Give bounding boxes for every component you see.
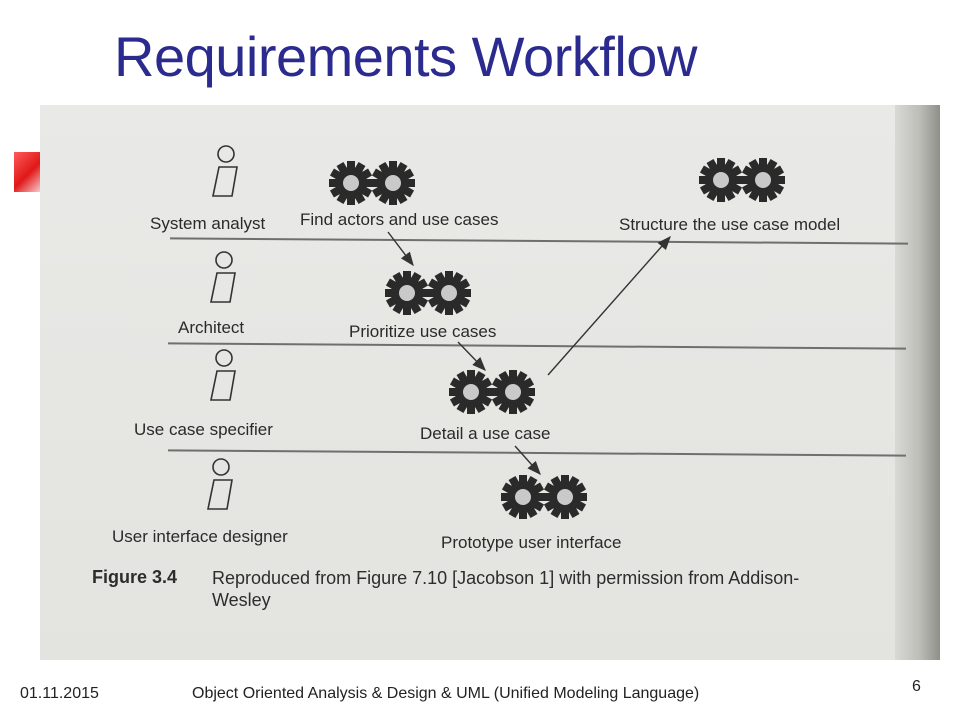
footer-title: Object Oriented Analysis & Design & UML … [192,685,700,702]
flow-arrow [457,341,486,372]
figure-number: Figure 3.4 [92,567,178,587]
worker-icon-user-interface-designer [207,458,233,510]
activity-label-structure-model: Structure the use case model [619,215,841,234]
page-number: 6 [912,678,921,695]
activity-label-detail-use-case: Detail a use case [420,424,551,443]
slide-accent-bar [14,152,40,192]
gear-icon-find-actors [329,161,415,205]
gear-icon-structure-model [699,158,785,202]
gear-icon-prototype-ui [501,475,587,519]
lane-label-use-case-specifier: Use case specifier [134,420,273,439]
gear-icon-detail-use-case [449,370,535,414]
gear-icon-prioritize [385,271,471,315]
worker-icon-system-analyst [212,145,238,197]
slide-title: Requirements Workflow [114,25,697,88]
flow-arrow [387,231,414,267]
figure-caption: Reproduced from Figure 7.10 [Jacobson 1]… [212,568,800,610]
lane-label-architect: Architect [178,318,245,337]
footer-date: 01.11.2015 [20,685,99,702]
flow-arrow [514,445,541,476]
flow-arrow [547,235,671,376]
activity-label-prototype-ui: Prototype user interface [441,533,622,552]
worker-icon-architect [210,251,236,303]
scanned-page-edge [895,105,940,660]
lane-label-system-analyst: System analyst [150,214,266,233]
activity-label-prioritize: Prioritize use cases [349,322,497,341]
activity-label-find-actors: Find actors and use cases [300,210,499,229]
lane-label-user-interface-designer: User interface designer [112,527,288,546]
worker-icon-use-case-specifier [210,349,236,401]
